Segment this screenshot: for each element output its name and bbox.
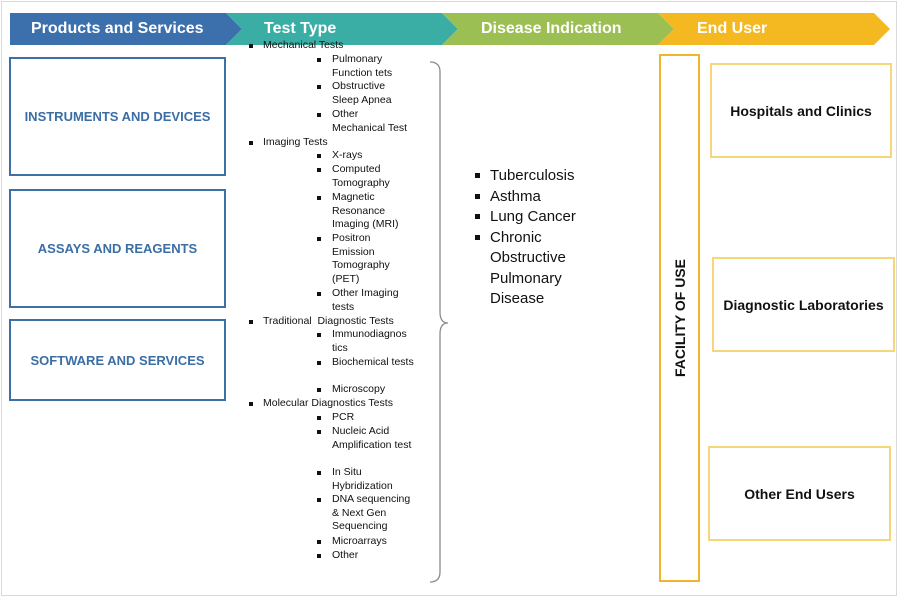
- end-user-label-laboratories: Diagnostic Laboratories: [723, 296, 884, 313]
- disease-item: Tuberculosis: [475, 166, 610, 187]
- header-end-user-label: End User: [697, 20, 768, 37]
- disease-item: Lung Cancer: [475, 207, 610, 228]
- test-item: Other: [317, 549, 414, 563]
- test-category-traditional: Traditional Diagnostic Tests: [249, 315, 394, 327]
- header-products-fill: [10, 13, 242, 45]
- end-user-label-hospitals: Hospitals and Clinics: [730, 102, 872, 119]
- end-user-box-hospitals: Hospitals and Clinics: [710, 63, 892, 158]
- test-item: Microarrays: [317, 535, 414, 549]
- product-box-assays: ASSAYS AND REAGENTS: [9, 189, 226, 308]
- end-user-box-laboratories: Diagnostic Laboratories: [712, 257, 895, 352]
- header-disease-label: Disease Indication: [481, 20, 622, 37]
- test-category-imaging: Imaging Tests: [249, 136, 328, 148]
- header-disease-fill: [442, 13, 674, 45]
- product-box-software: SOFTWARE AND SERVICES: [9, 319, 226, 401]
- disease-list: Tuberculosis Asthma Lung Cancer Chronic …: [475, 166, 610, 310]
- test-category-mechanical: Mechanical Tests: [248, 39, 344, 51]
- header-test-type: Test Type: [226, 13, 458, 45]
- test-item: Computed Tomography: [317, 163, 414, 190]
- product-label-instruments: INSTRUMENTS AND DEVICES: [24, 109, 211, 124]
- header-test-type-label: Test Type: [264, 20, 337, 37]
- test-item: X-rays: [317, 149, 414, 163]
- header-end-user: End User: [658, 13, 890, 45]
- test-category-molecular: Molecular Diagnostics Tests: [249, 397, 393, 409]
- test-item: Nucleic Acid Amplification test: [317, 425, 414, 452]
- header-disease-shape: [442, 13, 674, 45]
- test-item: Pulmonary Function tets: [317, 53, 414, 80]
- facility-of-use-box: FACILITY OF USE: [659, 54, 700, 582]
- test-item: DNA sequencing & Next Gen Sequencing: [317, 493, 414, 534]
- curly-brace-path: [429, 61, 449, 583]
- product-label-software: SOFTWARE AND SERVICES: [30, 352, 205, 368]
- test-item: In Situ Hybridization: [317, 466, 414, 493]
- test-item: Positron Emission Tomography (PET): [317, 232, 414, 286]
- header-end-user-shape: [658, 13, 890, 45]
- header-test-type-shape: [226, 13, 458, 45]
- test-item: Other Imaging tests: [317, 287, 414, 314]
- test-item: PCR: [317, 411, 414, 425]
- header-products-label: Products and Services: [31, 20, 204, 37]
- header-products-shape: [10, 13, 242, 45]
- end-user-box-other: Other End Users: [708, 446, 891, 541]
- test-item: Biochemical tests: [317, 356, 414, 368]
- product-box-instruments: INSTRUMENTS AND DEVICES: [9, 57, 226, 176]
- test-item: Obstructive Sleep Apnea: [317, 80, 414, 107]
- disease-item: Chronic Obstructive Pulmonary Disease: [475, 228, 610, 310]
- disease-item: Asthma: [475, 187, 610, 208]
- test-item: Other Mechanical Test: [317, 108, 414, 135]
- test-item: Immunodiagnos tics: [317, 328, 412, 355]
- test-item: Microscopy: [317, 383, 414, 397]
- header-disease: Disease Indication: [442, 13, 674, 45]
- product-label-assays: ASSAYS AND REAGENTS: [37, 241, 198, 256]
- test-item: Magnetic Resonance Imaging (MRI): [317, 191, 414, 232]
- end-user-label-other: Other End Users: [744, 485, 855, 502]
- header-test-type-fill: [226, 13, 458, 45]
- header-products: Products and Services: [10, 13, 242, 45]
- facility-of-use-label: FACILITY OF USE: [671, 259, 688, 377]
- curly-brace: [429, 61, 449, 583]
- header-end-user-fill: [658, 13, 890, 45]
